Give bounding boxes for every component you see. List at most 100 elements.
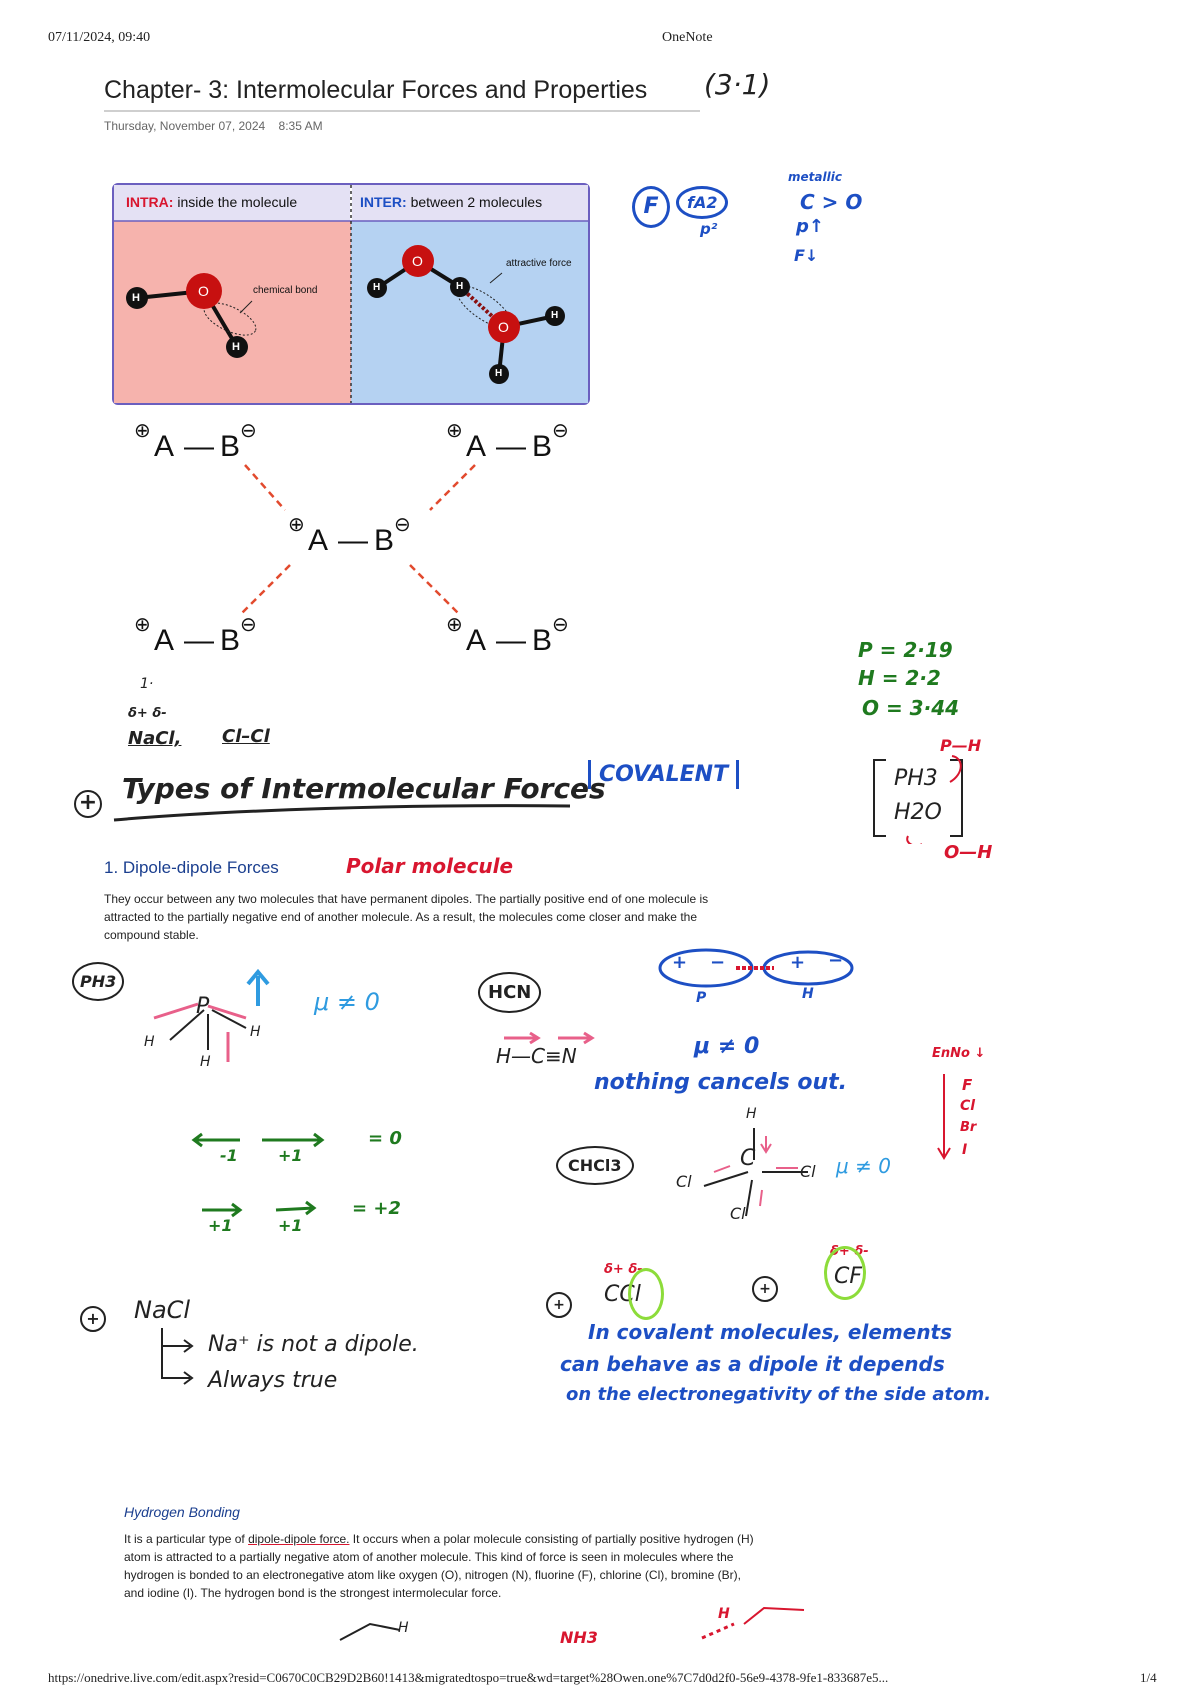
- dipole-oval-minus-2: −: [828, 950, 844, 971]
- inter-h-atom-4: H: [495, 368, 503, 379]
- plus-sign: ⊕: [288, 514, 305, 536]
- intra-keyword: INTRA:: [126, 194, 174, 210]
- page-date: Thursday, November 07, 2024 8:35 AM: [104, 119, 323, 133]
- atom-a: A: [154, 624, 175, 657]
- ph3-atom-h-right: H: [250, 1024, 261, 1040]
- note-oh-bond: O—H: [944, 842, 993, 863]
- inter-text: between 2 molecules: [410, 194, 543, 210]
- attractive-force-label: attractive force: [506, 258, 572, 269]
- atom-b: B: [532, 430, 553, 463]
- note-h2o: H2O: [894, 800, 942, 825]
- intra-inter-svg: [112, 183, 590, 405]
- types-underline: [113, 804, 571, 822]
- inter-h-atom-3: H: [551, 310, 559, 321]
- dipole-oval-plus-2: +: [790, 952, 806, 973]
- note-eneg-p: P = 2·19: [858, 638, 953, 662]
- plus-sign: ⊕: [134, 614, 151, 636]
- inter-h-atom-2: H: [456, 281, 464, 292]
- note-p-up: p↑: [796, 216, 824, 237]
- note-p2: p²: [700, 220, 718, 238]
- note-mu-ne-0-3: μ ≠ 0: [836, 1154, 891, 1178]
- note-eneg-decrease: EnNo ↓: [932, 1046, 986, 1061]
- note-nh3-bottom: NH3: [560, 1628, 598, 1647]
- intra-h-atom-left: H: [132, 292, 140, 304]
- intra-o-atom: O: [198, 283, 209, 299]
- note-always-true: Always true: [208, 1368, 338, 1393]
- title-underline: [104, 110, 700, 112]
- minus-sign: ⊖: [394, 514, 411, 536]
- covalent-note-2: can behave as a dipole it depends: [560, 1352, 945, 1376]
- ph3-atom-h-left: H: [144, 1034, 155, 1050]
- bond-dash: —: [184, 430, 214, 463]
- note-ph3: PH3: [894, 766, 938, 791]
- vec-sum-2: = +2: [352, 1198, 401, 1219]
- bottom-h-right: H: [718, 1606, 730, 1622]
- bullet-circle-nacl: +: [80, 1306, 106, 1332]
- page-title[interactable]: Chapter- 3: Intermolecular Forces and Pr…: [104, 76, 648, 104]
- bottom-h-left: H: [398, 1620, 409, 1636]
- page-date-text: Thursday, November 07, 2024: [104, 119, 266, 133]
- chcl3-sketch: [703, 1128, 808, 1217]
- dipole-oval-label-h: H: [802, 986, 814, 1002]
- footer-page-number: 1/4: [1140, 1670, 1157, 1685]
- vec-plus1-c: +1: [278, 1216, 303, 1235]
- atom-b: B: [374, 524, 395, 557]
- bond-dash: —: [496, 430, 526, 463]
- chemical-bond-label: chemical bond: [253, 285, 318, 296]
- types-heading: Types of Intermolecular Forces: [122, 772, 606, 805]
- note-metallic: metallic: [788, 170, 842, 184]
- bullet-circle: +: [74, 790, 102, 818]
- minus-sign: ⊖: [552, 614, 569, 636]
- dipole-oval-minus-1: −: [710, 952, 726, 973]
- note-fa2: fA2: [676, 186, 729, 219]
- note-chcl3-circled: CHCl3: [556, 1146, 634, 1185]
- plus-sign: ⊕: [134, 420, 151, 442]
- ccl-delta: δ+ δ-: [604, 1262, 643, 1277]
- ph3-atom-h-bottom: H: [200, 1054, 211, 1070]
- dipole-oval-plus-1: +: [672, 952, 688, 973]
- dipole-paragraph[interactable]: They occur between any two molecules tha…: [104, 892, 709, 942]
- chcl3-cl-bottom: Cl: [730, 1204, 746, 1223]
- intra-label: INTRA: inside the molecule: [126, 194, 297, 210]
- dipole-heading[interactable]: 1. Dipole-dipole Forces: [104, 858, 279, 877]
- ph3-h2o-brackets: [873, 755, 963, 844]
- note-nacl-heading: NaCl: [134, 1296, 191, 1324]
- bottom-sketch-left: [339, 1622, 401, 1641]
- hbond-heading[interactable]: Hydrogen Bonding: [124, 1504, 240, 1520]
- vec-plus1-b: +1: [208, 1216, 233, 1235]
- chcl3-c: C: [740, 1146, 756, 1171]
- hbond-para-before: It is a particular type of: [124, 1532, 249, 1546]
- bottom-sketch-right: [701, 1606, 805, 1640]
- halogen-f: F: [962, 1076, 973, 1094]
- vec-sum-1: = 0: [368, 1128, 402, 1149]
- plus-sign: ⊕: [446, 614, 463, 636]
- bond-dash: —: [496, 624, 526, 657]
- inter-keyword: INTER:: [360, 194, 407, 210]
- covalent-note-3: on the electronegativity of the side ato…: [566, 1384, 992, 1405]
- hbond-link-dipole: dipole-dipole force.: [248, 1532, 350, 1546]
- atom-a: A: [154, 430, 175, 463]
- minus-sign: ⊖: [240, 614, 257, 636]
- note-f-down: F↓: [794, 246, 819, 265]
- print-datetime: 07/11/2024, 09:40: [48, 30, 151, 45]
- dipole-oval-label-p: P: [696, 990, 707, 1006]
- note-ph3-circled: PH3: [72, 962, 125, 1001]
- note-polar-molecule: Polar molecule: [346, 854, 514, 878]
- plus-sign: ⊕: [446, 420, 463, 442]
- covalent-note-1: In covalent molecules, elements: [588, 1320, 953, 1344]
- chcl3-cl-left: Cl: [676, 1172, 692, 1191]
- cf-highlight-circle: [824, 1246, 866, 1300]
- atom-a: A: [466, 624, 487, 657]
- note-na-plus-line: Na⁺ is not a dipole.: [208, 1332, 419, 1357]
- atom-b: B: [220, 624, 241, 657]
- inter-label: INTER: between 2 molecules: [360, 194, 542, 210]
- atom-b: B: [532, 624, 553, 657]
- chcl3-cl-right: Cl: [800, 1162, 816, 1181]
- bullet-circle-cf: +: [752, 1276, 778, 1302]
- hbond-paragraph[interactable]: It is a particular type of dipole-dipole…: [124, 1530, 764, 1602]
- inter-o-atom-2: O: [498, 319, 509, 335]
- title-annotation: (3·1): [704, 68, 771, 101]
- nacl-branch-arrows: [161, 1328, 194, 1385]
- vec-minus1: -1: [220, 1146, 238, 1165]
- footer-url[interactable]: https://onedrive.live.com/edit.aspx?resi…: [48, 1670, 889, 1685]
